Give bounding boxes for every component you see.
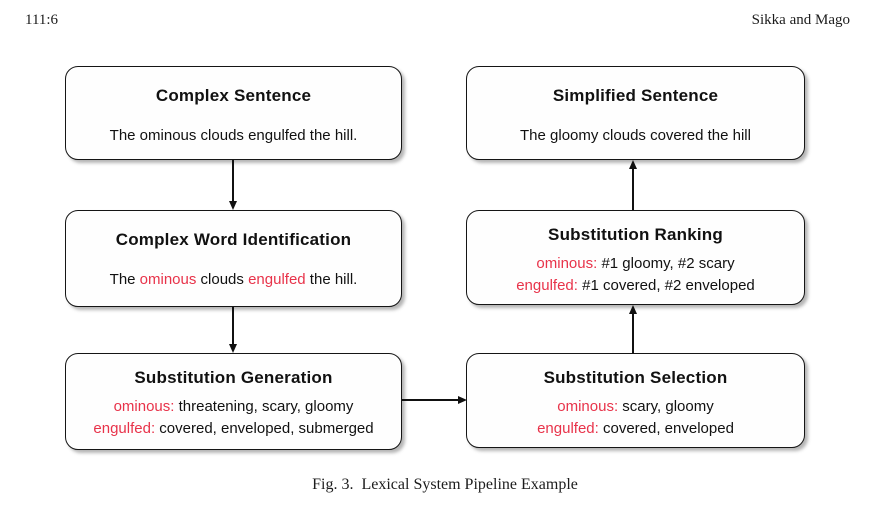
arrow-shaft: [232, 307, 234, 344]
arrow-shaft: [632, 314, 634, 353]
highlighted-word: engulfed: [248, 271, 306, 288]
box-body-complex-sentence: The ominous clouds engulfed the hill.: [66, 125, 401, 147]
box-title-substitution-generation: Substitution Generation: [134, 368, 333, 387]
box-title-simplified-sentence: Simplified Sentence: [552, 86, 719, 105]
page-number: 111:6: [25, 12, 59, 28]
box-simplified-sentence: Simplified Sentence The gloomy clouds co…: [466, 66, 805, 160]
plain-text: The ominous clouds engulfed the hill.: [109, 127, 358, 144]
plain-text: The: [109, 271, 140, 288]
box-complex-word-identification: Complex Word Identification The ominous …: [65, 210, 402, 307]
highlighted-word: ominous:: [557, 398, 619, 415]
box-body-complex-word-identification: The ominous clouds engulfed the hill.: [66, 269, 401, 291]
plain-text: covered, enveloped, submerged: [155, 420, 374, 437]
running-author-header: Sikka and Mago: [751, 12, 850, 28]
arrowhead-down-icon: [228, 201, 237, 210]
box-text-line: ominous: scary, gloomy: [467, 396, 804, 418]
box-substitution-generation: Substitution Generation ominous: threate…: [65, 353, 402, 450]
box-title-complex-word-identification: Complex Word Identification: [115, 230, 352, 249]
arrowhead-up-icon: [628, 305, 637, 314]
highlighted-word: ominous:: [113, 398, 175, 415]
box-text-line: The ominous clouds engulfed the hill.: [66, 269, 401, 291]
box-body-simplified-sentence: The gloomy clouds covered the hill: [467, 125, 804, 147]
figure-caption: Fig. 3. Lexical System Pipeline Example: [312, 476, 578, 493]
box-complex-sentence: Complex Sentence The ominous clouds engu…: [65, 66, 402, 160]
box-text-line: The gloomy clouds covered the hill: [467, 125, 804, 147]
plain-text: The gloomy clouds covered the hill: [520, 127, 751, 144]
highlighted-word: engulfed:: [537, 420, 599, 437]
box-title-complex-sentence: Complex Sentence: [155, 86, 312, 105]
highlighted-word: engulfed:: [93, 420, 156, 437]
arrow-shaft: [632, 169, 634, 210]
box-title-substitution-selection: Substitution Selection: [543, 368, 728, 387]
box-text-line: engulfed: #1 covered, #2 enveloped: [467, 275, 804, 297]
plain-text: the hill.: [305, 271, 358, 288]
box-substitution-selection: Substitution Selection ominous: scary, g…: [466, 353, 805, 448]
box-text-line: The ominous clouds engulfed the hill.: [66, 125, 401, 147]
highlighted-word: ominous: [139, 271, 197, 288]
box-text-line: engulfed: covered, enveloped: [467, 418, 804, 440]
box-text-line: ominous: threatening, scary, gloomy: [66, 396, 401, 418]
plain-text: clouds: [196, 271, 249, 288]
arrowhead-down-icon: [228, 344, 237, 353]
arrowhead-up-icon: [628, 160, 637, 169]
plain-text: threatening, scary, gloomy: [174, 398, 354, 415]
plain-text: covered, enveloped: [598, 420, 734, 437]
arrow-shaft: [232, 160, 234, 201]
arrowhead-right-icon: [458, 395, 467, 404]
arrow-shaft: [402, 399, 458, 401]
plain-text: #1 gloomy, #2 scary: [597, 255, 735, 272]
box-substitution-ranking: Substitution Ranking ominous: #1 gloomy,…: [466, 210, 805, 305]
plain-text: scary, gloomy: [618, 398, 714, 415]
highlighted-word: ominous:: [536, 255, 598, 272]
box-title-substitution-ranking: Substitution Ranking: [548, 225, 723, 244]
box-text-line: engulfed: covered, enveloped, submerged: [66, 418, 401, 440]
highlighted-word: engulfed:: [516, 277, 578, 294]
plain-text: #1 covered, #2 enveloped: [577, 277, 755, 294]
box-text-line: ominous: #1 gloomy, #2 scary: [467, 253, 804, 275]
